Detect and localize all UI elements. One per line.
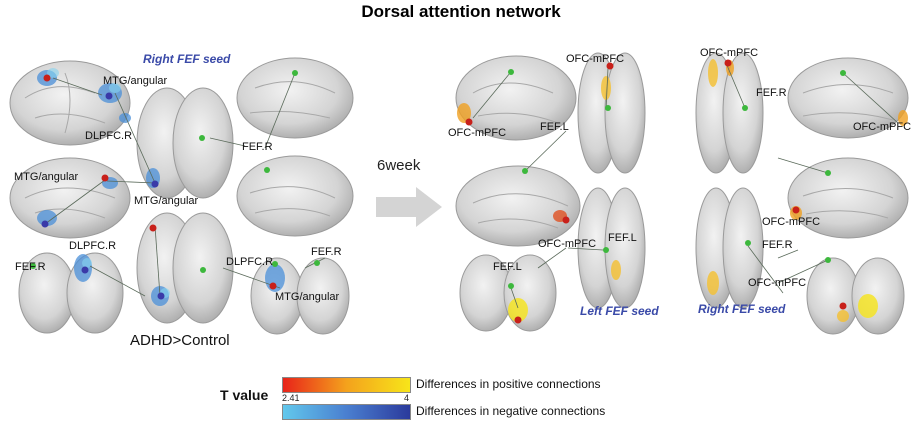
label-fef-l-2: FEF.L [608, 232, 637, 244]
label-ofc-mpfc-top-left: OFC-mPFC [566, 53, 624, 65]
negative-colorbar [282, 404, 411, 420]
legend-negative-label: Differences in negative connections [416, 404, 606, 418]
brain-medial-r-mid [787, 157, 909, 239]
label-mtg-angular-3: MTG/angular [134, 195, 199, 207]
positive-connection-blobs [457, 59, 908, 322]
brain-lateral-r-top [787, 57, 909, 139]
label-fef-r-top: FEF.R [756, 87, 787, 99]
timepoint-label: 6week [377, 157, 421, 174]
label-dlpfc-3: DLPFC.R [226, 256, 273, 268]
label-fef-l-1: FEF.L [540, 121, 569, 133]
left-fef-seed-label: Left FEF seed [580, 304, 659, 318]
left-brain-panel: Right FEF seed MTG/angular DLPFC.R FEF.R… [5, 38, 358, 338]
legend-min-tick: 2.41 [282, 393, 300, 403]
brain-medial-l-mid [455, 165, 581, 247]
positive-colorbar [282, 377, 411, 393]
right-brain-panel: OFC-mPFC OFC-mPFC OFC-mPFC FEF.L FEF.R O… [448, 38, 918, 343]
comparison-label: ADHD>Control [130, 332, 230, 349]
right-fef-seed-label: Right FEF seed [698, 302, 786, 316]
region-nodes [30, 70, 320, 300]
brain-medial-mid-left [9, 157, 131, 239]
label-fef-r-2: FEF.R [311, 246, 342, 258]
label-ofc-mpfc-side-right: OFC-mPFC [853, 121, 911, 133]
label-fef-l-3: FEF.L [493, 261, 522, 273]
left-brain-figure: Right FEF seed MTG/angular DLPFC.R FEF.R… [9, 52, 354, 335]
label-mtg-angular-4: MTG/angular [275, 291, 340, 303]
arrow-icon [376, 187, 442, 227]
connection-lines-right [472, 62, 899, 309]
label-mtg-angular-1: MTG/angular [103, 75, 168, 87]
label-ofc-mpfc-bottom-right: OFC-mPFC [748, 277, 806, 289]
brain-lateral-top-right [236, 57, 354, 139]
right-brain-figure: OFC-mPFC OFC-mPFC OFC-mPFC FEF.L FEF.R O… [448, 47, 911, 335]
label-dlpfc-1: DLPFC.R [85, 130, 132, 142]
brain-back-r-bottom [806, 257, 860, 335]
left-seed-label: Right FEF seed [143, 52, 231, 66]
legend-positive-label: Differences in positive connections [416, 377, 601, 391]
label-mtg-angular-2: MTG/angular [14, 171, 79, 183]
label-fef-r-1: FEF.R [242, 141, 273, 153]
figure-title: Dorsal attention network [361, 2, 561, 21]
legend-title: T value [220, 387, 269, 403]
label-dlpfc-2: DLPFC.R [69, 240, 116, 252]
brain-medial-mid-right [236, 155, 354, 237]
label-fef-r-3: FEF.R [15, 261, 46, 273]
label-ofc-mpfc-top-mid: OFC-mPFC [700, 47, 758, 59]
legend-max-tick: 4 [404, 393, 410, 403]
label-fef-r-mid: FEF.R [762, 239, 793, 251]
label-ofc-mpfc-mid-left: OFC-mPFC [538, 238, 596, 250]
label-ofc-mpfc-side-left: OFC-mPFC [448, 127, 506, 139]
label-ofc-mpfc-mid-right: OFC-mPFC [762, 216, 820, 228]
region-nodes-right [465, 59, 847, 324]
